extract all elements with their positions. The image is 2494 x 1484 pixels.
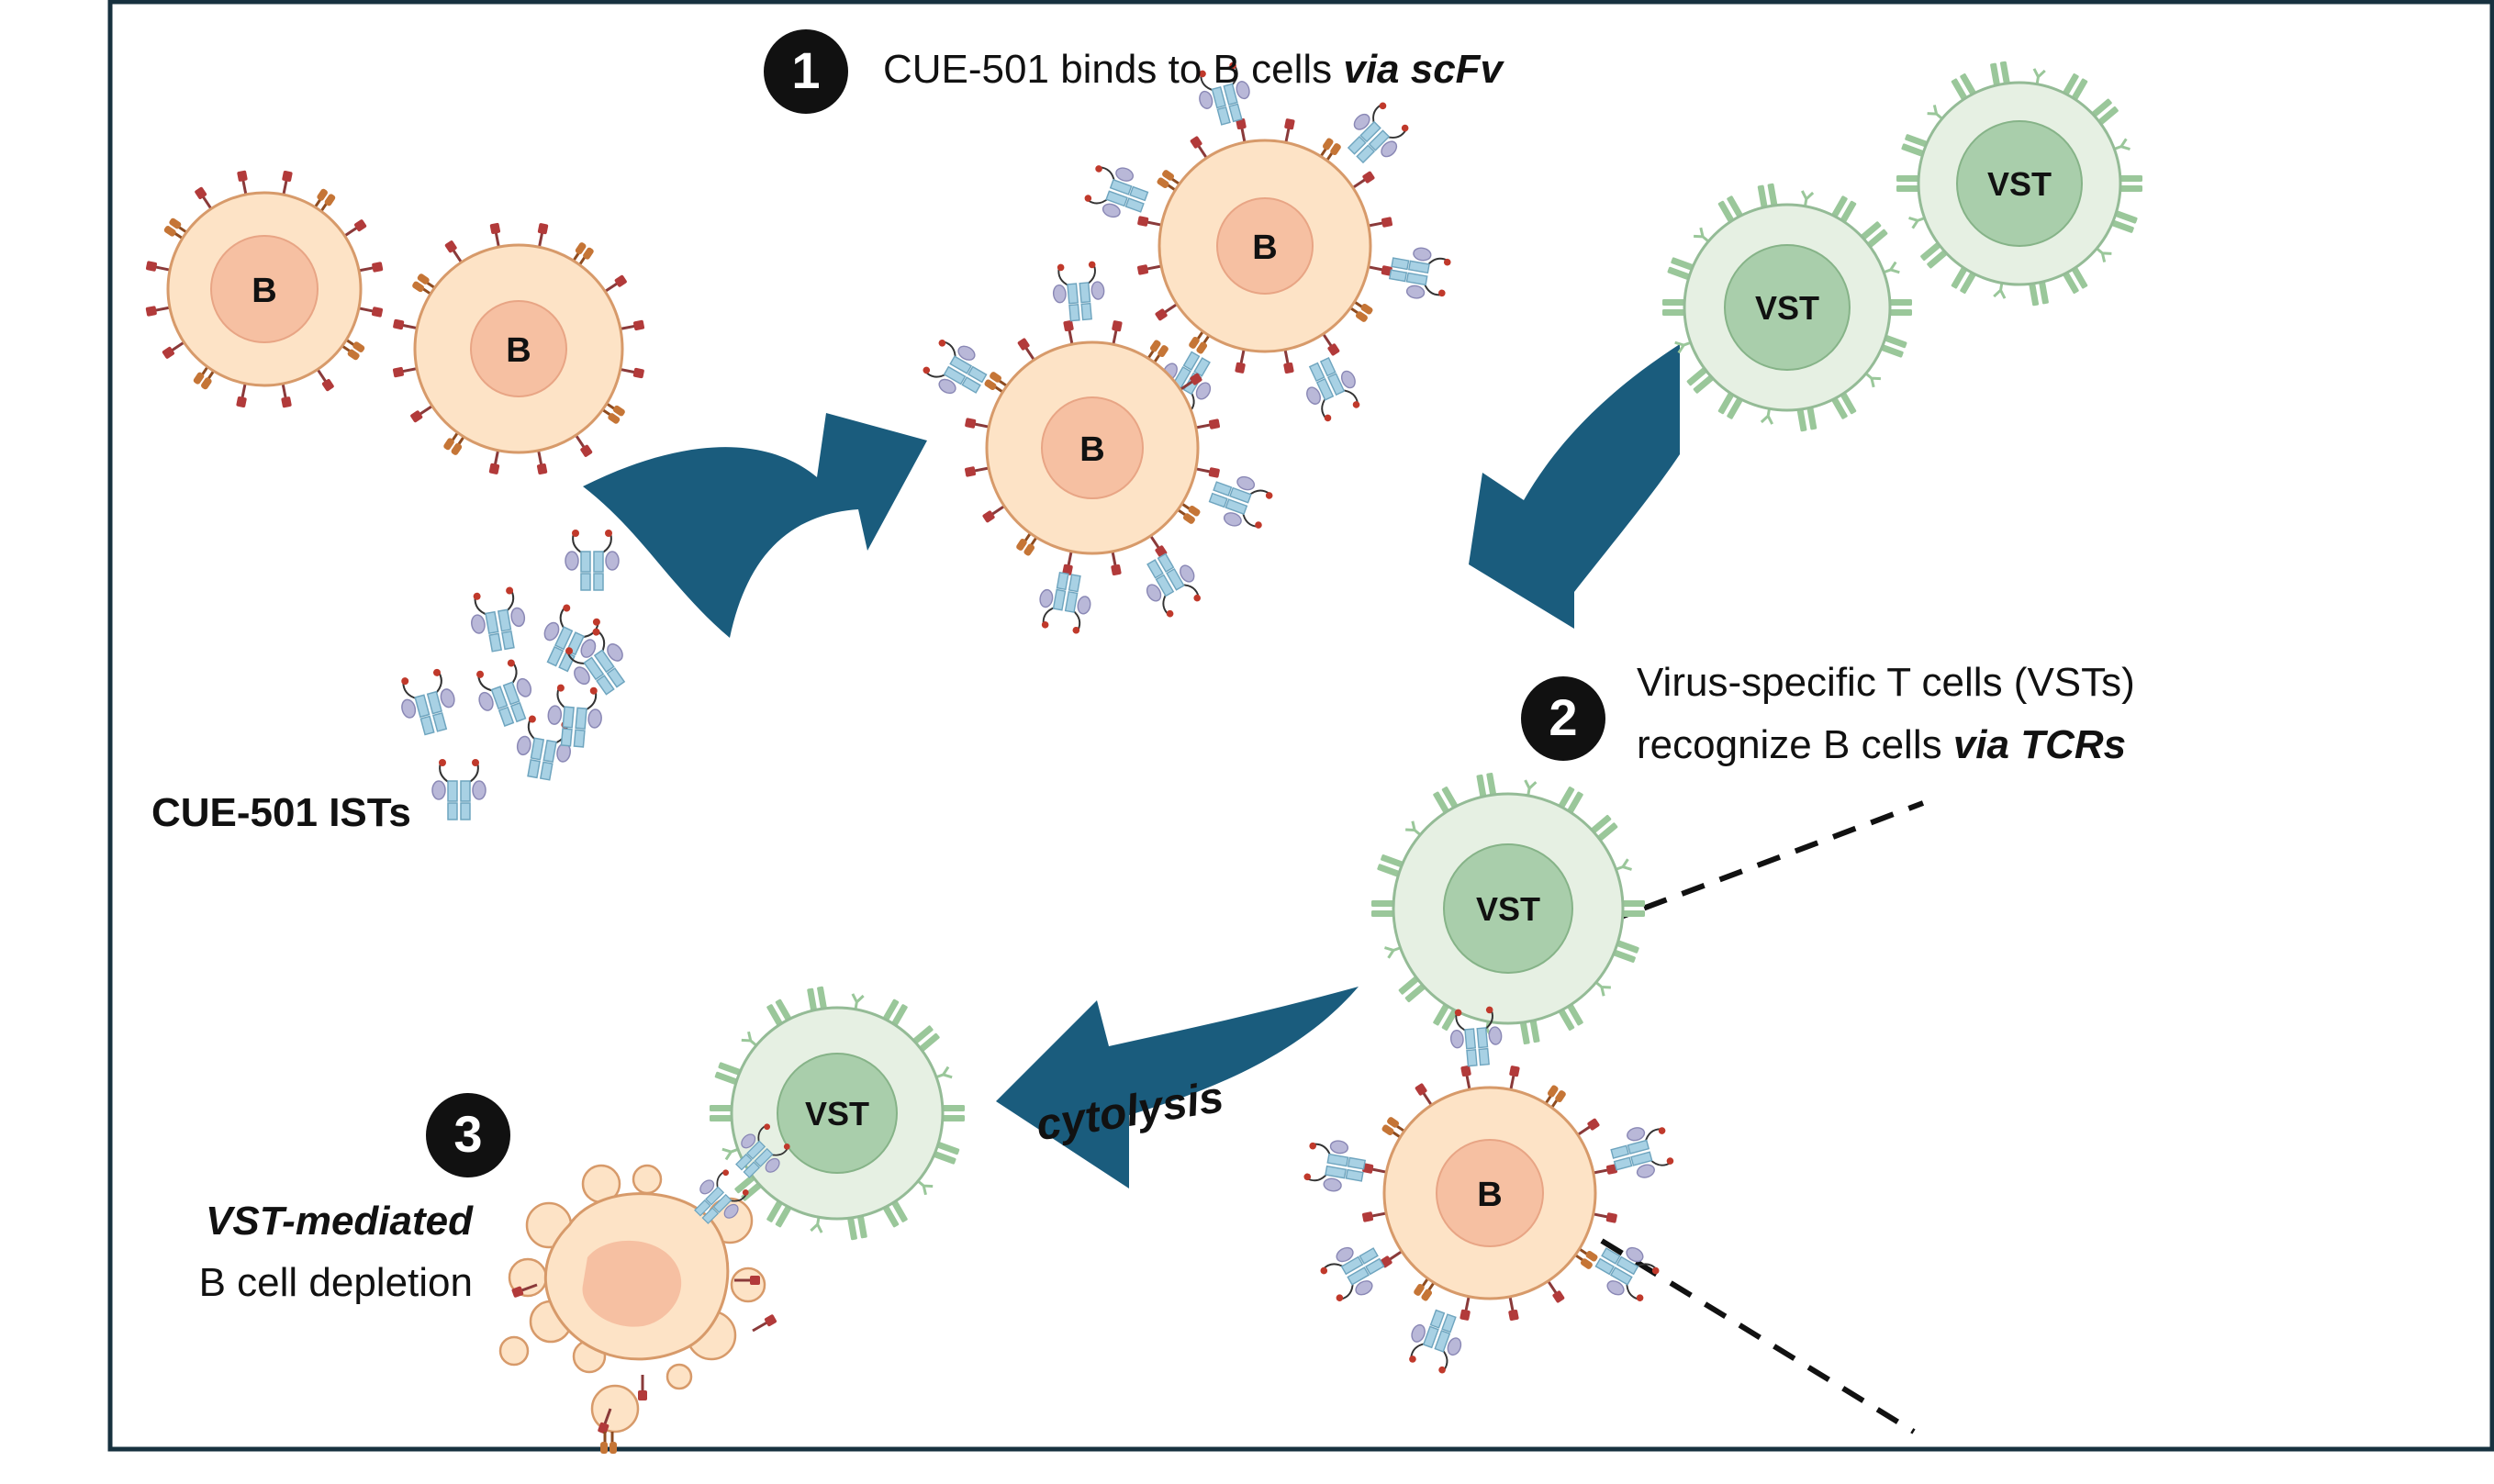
- vst-label: VST: [1987, 165, 2052, 203]
- arrow-step-1: [583, 413, 927, 638]
- step-1-text: CUE-501 binds to B cells via scFv: [883, 47, 1505, 92]
- vst-cell-engaged: VST: [1371, 772, 1645, 1045]
- svg-text:1: 1: [791, 41, 820, 99]
- b-cell-dying: [498, 1117, 797, 1456]
- step-2-line-1: Virus-specific T cells (VSTs): [1637, 660, 2135, 705]
- svg-text:2: 2: [1549, 688, 1577, 746]
- b-cell-bound-upper: B: [1080, 59, 1454, 427]
- step-2-line-2-emphasis: via TCRs: [1953, 722, 2126, 767]
- b-cell-label: B: [1477, 1176, 1502, 1214]
- step-1-badge: 1: [764, 29, 848, 114]
- zoom-line-upper: [1605, 800, 1925, 925]
- vst-cell-upper-1: VST: [1662, 183, 1912, 432]
- b-cell-free-1: B: [143, 168, 386, 410]
- b-cell-free-2: B: [391, 221, 646, 476]
- step-2-line-2-main: recognize B cells: [1637, 722, 1953, 767]
- b-cell-label: B: [1079, 430, 1104, 469]
- b-cell-label: B: [506, 331, 531, 370]
- vst-cell-upper-2: VST: [1896, 61, 2142, 307]
- arrow-cytolysis: [996, 987, 1359, 1188]
- vst-label: VST: [1755, 289, 1819, 327]
- b-cell-label: B: [1252, 229, 1277, 267]
- b-cell-bound-lower: B: [917, 259, 1277, 637]
- b-cell-engaged: B: [1301, 1004, 1677, 1378]
- step-3-line-1: VST-mediated: [206, 1199, 474, 1244]
- step-1-text-emphasis: via scFv: [1343, 47, 1504, 92]
- arrow-step-2: [1469, 344, 1680, 629]
- ists-label: CUE-501 ISTs: [151, 790, 411, 835]
- b-cell-label: B: [252, 272, 276, 310]
- svg-text:3: 3: [453, 1105, 482, 1163]
- step-3-badge: 3: [426, 1093, 510, 1177]
- vst-label: VST: [805, 1095, 869, 1133]
- step-2-line-2: recognize B cells via TCRs: [1637, 722, 2126, 767]
- vst-label: VST: [1476, 890, 1540, 928]
- step-2-badge: 2: [1521, 676, 1605, 761]
- step-1-text-main: CUE-501 binds to B cells: [883, 47, 1343, 92]
- vst-cell-killing: VST: [710, 986, 965, 1241]
- step-3-line-2: B cell depletion: [199, 1260, 473, 1305]
